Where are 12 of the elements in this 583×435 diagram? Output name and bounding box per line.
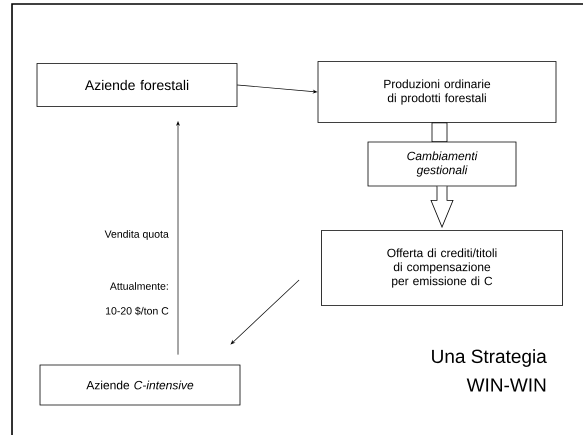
slide-heading: WIN-WIN bbox=[466, 378, 546, 392]
process-box: Produzioni ordinarie di prodotti forestali bbox=[318, 61, 556, 123]
process-box: Cambiamenti gestionali bbox=[368, 142, 516, 186]
block-arrow bbox=[432, 122, 448, 142]
block-arrow bbox=[430, 186, 454, 228]
process-box: Aziende forestali bbox=[36, 63, 238, 107]
note-text: 10-20 $/ton C bbox=[106, 306, 168, 316]
note-text: Attualmente: bbox=[110, 282, 168, 290]
process-box: Offerta di crediti/titoli di compensazione per emissione di C bbox=[321, 230, 563, 306]
process-box: Aziende C-intensive bbox=[40, 364, 240, 406]
slide-heading: Una Strategia bbox=[432, 349, 547, 367]
note-text: Vendita quota bbox=[104, 230, 169, 240]
